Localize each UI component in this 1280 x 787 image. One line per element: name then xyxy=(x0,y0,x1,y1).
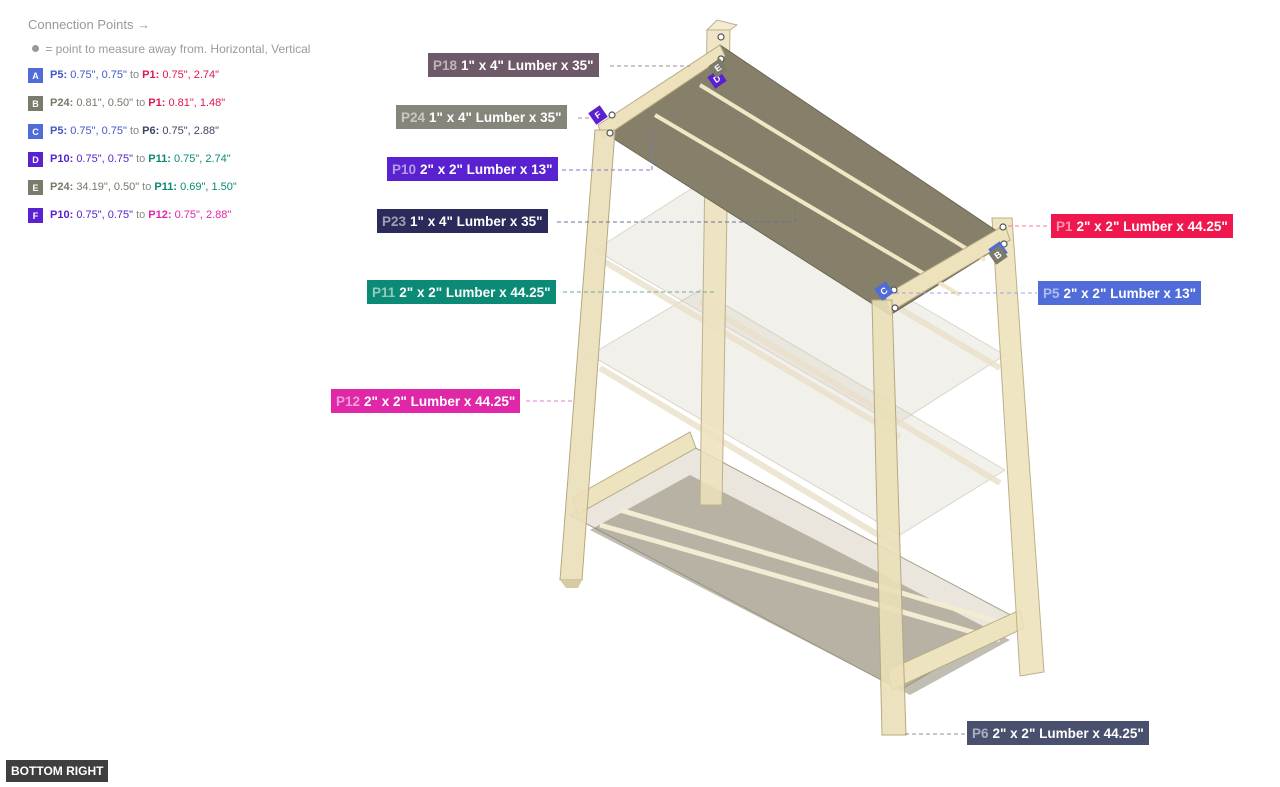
to-part: P6: xyxy=(142,125,160,137)
from-value: 0.75", 0.75" xyxy=(70,69,127,81)
part-id: P18 xyxy=(433,57,458,73)
part-id: P11 xyxy=(372,284,396,300)
connection-badge: D xyxy=(28,152,43,167)
connection-points-legend: Connection Points → = point to measure a… xyxy=(28,17,348,236)
connection-badge: C xyxy=(28,124,43,139)
part-desc: 2" x 2" Lumber x 44.25" xyxy=(399,284,551,300)
part-desc: 2" x 2" Lumber x 13" xyxy=(1063,285,1197,301)
from-part: P24: xyxy=(50,181,74,193)
part-desc: 1" x 4" Lumber x 35" xyxy=(429,109,562,125)
part-desc: 2" x 2" Lumber x 44.25" xyxy=(1076,218,1228,234)
to-text: to xyxy=(142,181,152,193)
from-value: 0.75", 0.75" xyxy=(70,125,127,137)
to-value: 0.75", 2.88" xyxy=(174,209,232,221)
legend-note-text: = point to measure away from. Horizontal… xyxy=(45,42,311,56)
leader-lines xyxy=(526,65,1050,735)
part-id: P24 xyxy=(401,109,426,125)
to-part: P12: xyxy=(148,209,172,221)
back-right-leg xyxy=(991,217,1045,677)
legend-title: Connection Points → xyxy=(28,17,151,32)
to-part: P11: xyxy=(148,153,171,165)
middle-shelf-1 xyxy=(589,179,1006,536)
part-id: P23 xyxy=(382,213,407,229)
dot-icon xyxy=(32,45,39,52)
to-part: P1: xyxy=(148,97,166,109)
from-value: 0.75", 0.75" xyxy=(76,153,134,165)
to-text: to xyxy=(129,125,140,137)
to-text: to xyxy=(136,209,146,221)
connection-badge: A xyxy=(28,68,43,83)
to-text: to xyxy=(129,69,140,81)
front-right-leg xyxy=(871,299,907,736)
view-bottom-right-button[interactable]: BOTTOM RIGHT xyxy=(6,760,109,782)
part-id: P6 xyxy=(972,725,989,741)
part-desc: 1" x 4" Lumber x 35" xyxy=(461,57,594,73)
to-text: to xyxy=(136,97,146,109)
to-value: 0.69", 1.50" xyxy=(180,181,237,193)
legend-note: = point to measure away from. Horizontal… xyxy=(28,42,348,56)
bottom-shelf xyxy=(568,431,1025,695)
to-value: 0.75", 2.74" xyxy=(162,69,220,81)
from-value: 34.19", 0.50" xyxy=(76,181,140,193)
from-part: P5: xyxy=(50,125,68,137)
from-value: 0.75", 0.75" xyxy=(76,209,134,221)
to-part: P1: xyxy=(142,69,160,81)
from-part: P5: xyxy=(50,69,68,81)
to-text: to xyxy=(136,153,146,165)
from-part: P10: xyxy=(50,209,74,221)
part-desc: 2" x 2" Lumber x 44.25" xyxy=(992,725,1144,741)
to-value: 0.75", 2.74" xyxy=(173,153,231,165)
part-desc: 1" x 4" Lumber x 35" xyxy=(410,213,543,229)
part-id: P12 xyxy=(336,393,361,409)
from-value: 0.81", 0.50" xyxy=(76,97,134,109)
from-part: P10: xyxy=(50,153,74,165)
connection-badge: E xyxy=(28,180,43,195)
from-part: P24: xyxy=(50,97,74,109)
part-desc: 2" x 2" Lumber x 44.25" xyxy=(364,393,516,409)
connection-badge: F xyxy=(28,208,43,223)
part-desc: 2" x 2" Lumber x 13" xyxy=(420,161,553,177)
part-id: P5 xyxy=(1043,285,1060,301)
to-value: 0.81", 1.48" xyxy=(168,97,226,109)
to-part: P11: xyxy=(154,181,177,193)
part-id: P10 xyxy=(392,161,417,177)
connection-badge: B xyxy=(28,96,43,111)
top-shelf xyxy=(597,44,1011,316)
to-value: 0.75", 2.88" xyxy=(162,125,220,137)
part-id: P1 xyxy=(1056,218,1073,234)
